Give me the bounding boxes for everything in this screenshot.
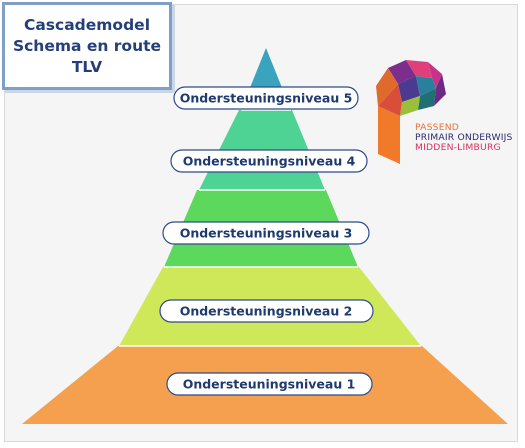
logo-line-1: PASSEND bbox=[415, 122, 460, 133]
logo-text: PASSEND PRIMAIR ONDERWIJS MIDDEN-LIMBURG bbox=[415, 123, 525, 153]
logo-line-2: PRIMAIR ONDERWIJS bbox=[415, 132, 513, 143]
level-1-label: Ondersteuningsniveau 1 bbox=[166, 372, 373, 396]
title-line-2: Schema en route bbox=[12, 36, 162, 55]
level-4-text: Ondersteuningsniveau 4 bbox=[183, 154, 356, 169]
title-line-1: Cascademodel bbox=[23, 15, 151, 34]
level-5-text: Ondersteuningsniveau 5 bbox=[180, 91, 353, 106]
level-2-label: Ondersteuningsniveau 2 bbox=[159, 299, 374, 323]
logo-line-3: MIDDEN-LIMBURG bbox=[415, 142, 501, 153]
level-3-text: Ondersteuningsniveau 3 bbox=[180, 226, 353, 241]
logo-p-stem bbox=[378, 106, 400, 164]
passend-logo bbox=[376, 60, 446, 164]
title-line-3: TLV bbox=[71, 57, 103, 76]
level-4-label: Ondersteuningsniveau 4 bbox=[170, 149, 368, 173]
title-box: Cascademodel Schema en route TLV bbox=[2, 2, 172, 90]
level-5-label: Ondersteuningsniveau 5 bbox=[173, 86, 359, 110]
level-1-text: Ondersteuningsniveau 1 bbox=[183, 377, 356, 392]
level-3-label: Ondersteuningsniveau 3 bbox=[162, 221, 370, 245]
level-2-text: Ondersteuningsniveau 2 bbox=[180, 304, 353, 319]
